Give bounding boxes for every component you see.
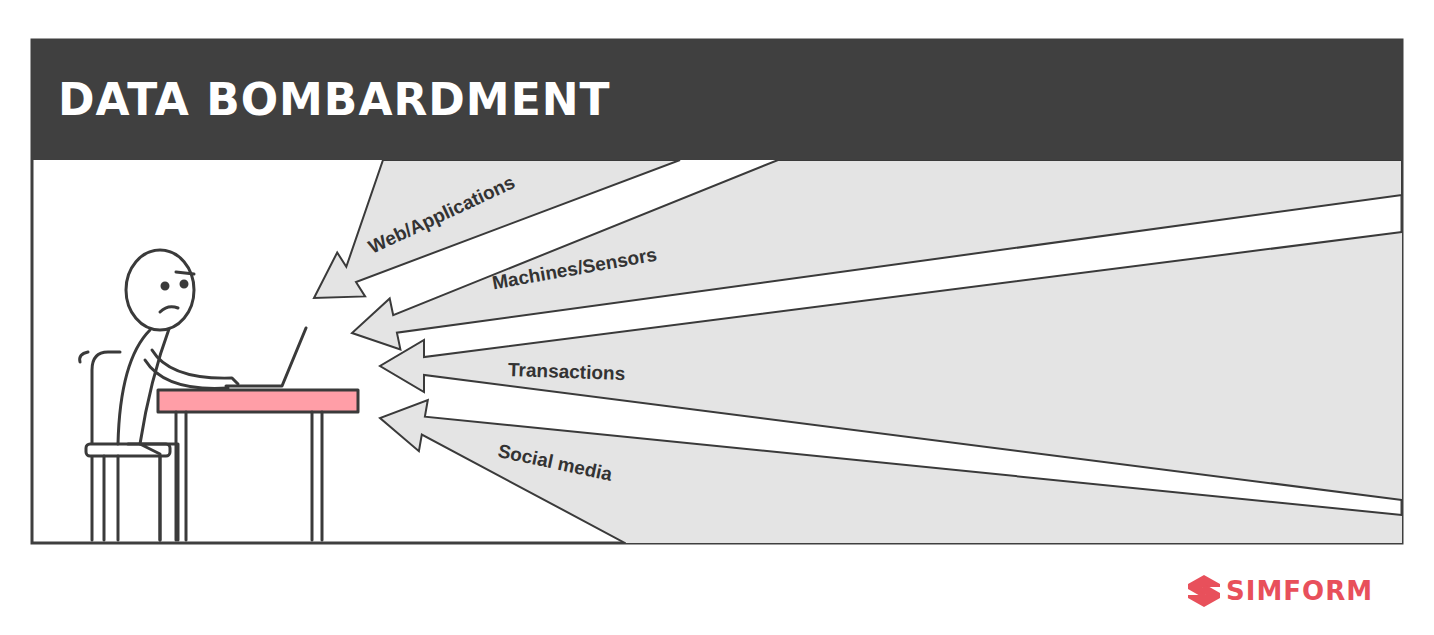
logo-mark xyxy=(1188,575,1220,607)
head xyxy=(126,250,194,330)
data-beam-arrow xyxy=(380,400,1402,543)
header-bar xyxy=(32,40,1402,160)
person-at-desk xyxy=(80,250,358,540)
laptop xyxy=(226,328,306,386)
data-beam-arrow xyxy=(380,232,1402,500)
eye xyxy=(162,283,168,289)
torso-front xyxy=(140,326,170,444)
legs xyxy=(128,444,178,540)
torso xyxy=(118,330,150,444)
logo-wordmark: SIMFORM xyxy=(1226,578,1373,604)
desk-legs xyxy=(176,412,322,540)
arms xyxy=(145,350,238,388)
eyebrow xyxy=(176,272,194,274)
chair-back-top xyxy=(80,352,88,362)
frown xyxy=(160,307,178,312)
desk-top xyxy=(158,390,358,412)
chair-legs xyxy=(104,456,160,540)
data-beams xyxy=(314,160,1402,543)
beam-label: Transactions xyxy=(508,359,626,382)
diagram-title: DATA BOMBARDMENT xyxy=(58,78,611,122)
eye xyxy=(181,281,187,287)
